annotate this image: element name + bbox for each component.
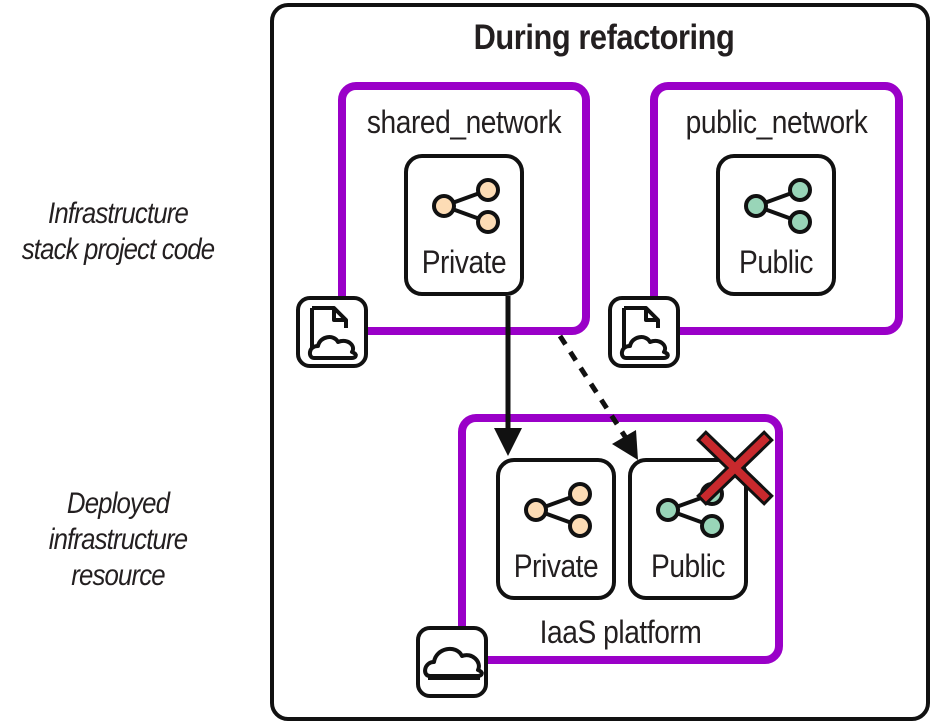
code-row-label: Infrastructure stack project code	[17, 196, 220, 268]
label-line: Deployed	[66, 487, 170, 520]
label-line: Infrastructure	[48, 197, 189, 230]
stack-shared-network[interactable]: shared_network Private	[338, 82, 590, 335]
dashed-arrow-line	[557, 334, 629, 440]
resource-label: Public	[738, 244, 814, 280]
deployed-row-label: Deployed infrastructure resource	[17, 486, 220, 594]
cloud-icon	[416, 626, 488, 698]
code-file-cloud-icon	[608, 296, 680, 368]
label-line: infrastructure	[48, 523, 188, 556]
remove-x-mark	[696, 430, 774, 506]
network-share-icon	[524, 482, 592, 538]
resource-private[interactable]: Private	[404, 154, 524, 296]
platform-name: IaaS platform	[539, 614, 702, 650]
resource-label: Public	[650, 548, 726, 584]
resource-label: Private	[421, 244, 507, 280]
solid-arrow-head	[494, 428, 522, 456]
stack-name: shared_network	[366, 104, 562, 140]
network-share-icon	[432, 178, 500, 234]
deployed-resource-private[interactable]: Private	[496, 458, 616, 600]
diagram-title: During refactoring	[473, 18, 735, 57]
label-line: resource	[71, 559, 165, 592]
resource-public[interactable]: Public	[716, 154, 836, 296]
resource-label: Private	[513, 548, 599, 584]
code-file-cloud-icon	[296, 296, 368, 368]
dashed-arrow-head	[612, 430, 638, 460]
stack-public-network[interactable]: public_network Public	[650, 82, 903, 335]
stack-name: public_network	[685, 104, 868, 140]
refactoring-frame	[270, 3, 930, 721]
network-share-icon	[744, 178, 812, 234]
label-line: stack project code	[21, 233, 215, 266]
